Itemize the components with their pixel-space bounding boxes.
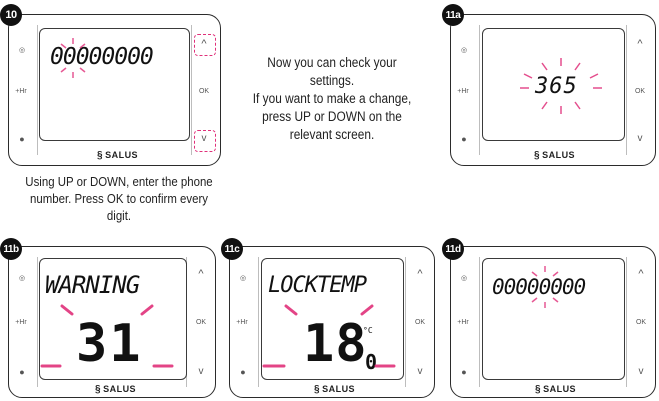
up-button-highlight — [194, 34, 216, 56]
lcd-warning-label: WARNING — [45, 271, 140, 299]
brand-logo: §SALUS — [534, 150, 576, 161]
caption-line: number. Press OK to confirm every digit. — [29, 191, 209, 223]
step-badge: 11c — [221, 238, 243, 260]
ok-button[interactable]: OK — [198, 88, 210, 95]
blink-indicator — [40, 304, 174, 368]
brand-logo: §SALUS — [95, 384, 137, 395]
step-badge: 11d — [442, 238, 464, 260]
power-button[interactable]: ● — [461, 367, 467, 377]
caption-line: Now you can check your settings. — [267, 55, 397, 88]
plus-hour-button[interactable]: +Hr — [236, 319, 248, 326]
power-button[interactable]: ● — [240, 367, 246, 377]
down-button[interactable]: v — [417, 366, 423, 377]
down-button[interactable]: v — [637, 133, 643, 144]
left-top-button[interactable]: ◎ — [460, 275, 468, 282]
step-badge: 11a — [442, 4, 464, 26]
power-button[interactable]: ● — [461, 134, 467, 144]
lcd-warning-value: 31 — [76, 314, 143, 374]
unit-label: °C — [363, 326, 373, 335]
power-button[interactable]: ● — [19, 134, 25, 144]
lcd-locktemp-label: LOCKTEMP — [268, 273, 367, 298]
blink-indicator — [531, 266, 559, 308]
brand-logo: §SALUS — [535, 384, 577, 395]
caption-line: press UP or DOWN on the — [262, 109, 402, 124]
lcd-phone-digits: 00000000 — [492, 275, 586, 299]
left-top-button[interactable]: ◎ — [18, 275, 26, 282]
up-button[interactable]: ^ — [201, 38, 207, 50]
ok-button[interactable]: OK — [635, 319, 647, 326]
phone-entry-caption: Using UP or DOWN, enter the phone number… — [21, 173, 216, 224]
up-button[interactable]: ^ — [417, 268, 423, 280]
plus-hour-button[interactable]: +Hr — [457, 88, 469, 95]
left-top-button[interactable]: ◎ — [18, 47, 26, 54]
lcd-locktemp-value: 18 — [303, 314, 368, 374]
lcd-phone-digits: 00000000 — [50, 44, 154, 70]
down-button[interactable]: v — [201, 133, 207, 144]
plus-hour-button[interactable]: +Hr — [15, 88, 27, 95]
ok-button[interactable]: OK — [195, 319, 207, 326]
down-button[interactable]: v — [638, 366, 644, 377]
up-button[interactable]: ^ — [638, 268, 644, 280]
plus-hour-button[interactable]: +Hr — [457, 319, 469, 326]
plus-hour-button[interactable]: +Hr — [15, 319, 27, 326]
blink-indicator — [520, 58, 602, 114]
lcd-locktemp-decimal: 0 — [365, 350, 378, 374]
blink-indicator — [262, 304, 396, 368]
up-button[interactable]: ^ — [637, 38, 643, 50]
caption-line: If you want to make a change, — [252, 91, 412, 106]
lcd-screen — [261, 258, 404, 380]
up-button[interactable]: ^ — [198, 268, 204, 280]
power-button[interactable]: ● — [19, 367, 25, 377]
caption-line: Using UP or DOWN, enter the phone — [25, 174, 213, 189]
ok-button[interactable]: OK — [414, 319, 426, 326]
lcd-days-value: 365 — [535, 74, 578, 99]
step-badge: 11b — [0, 238, 22, 260]
brand-logo: §SALUS — [97, 150, 139, 161]
left-top-button[interactable]: ◎ — [460, 47, 468, 54]
step-badge: 10 — [0, 4, 22, 26]
down-button-highlight — [194, 130, 216, 152]
brand-logo: §SALUS — [314, 384, 356, 395]
lcd-screen — [482, 258, 625, 380]
caption-line: relevant screen. — [289, 127, 375, 142]
down-button[interactable]: v — [198, 366, 204, 377]
left-top-button[interactable]: ◎ — [239, 275, 247, 282]
ok-button[interactable]: OK — [634, 88, 646, 95]
lcd-screen — [482, 28, 625, 141]
blink-indicator — [60, 38, 86, 78]
lcd-screen — [39, 258, 187, 380]
check-settings-caption: Now you can check your settings. If you … — [244, 54, 420, 144]
